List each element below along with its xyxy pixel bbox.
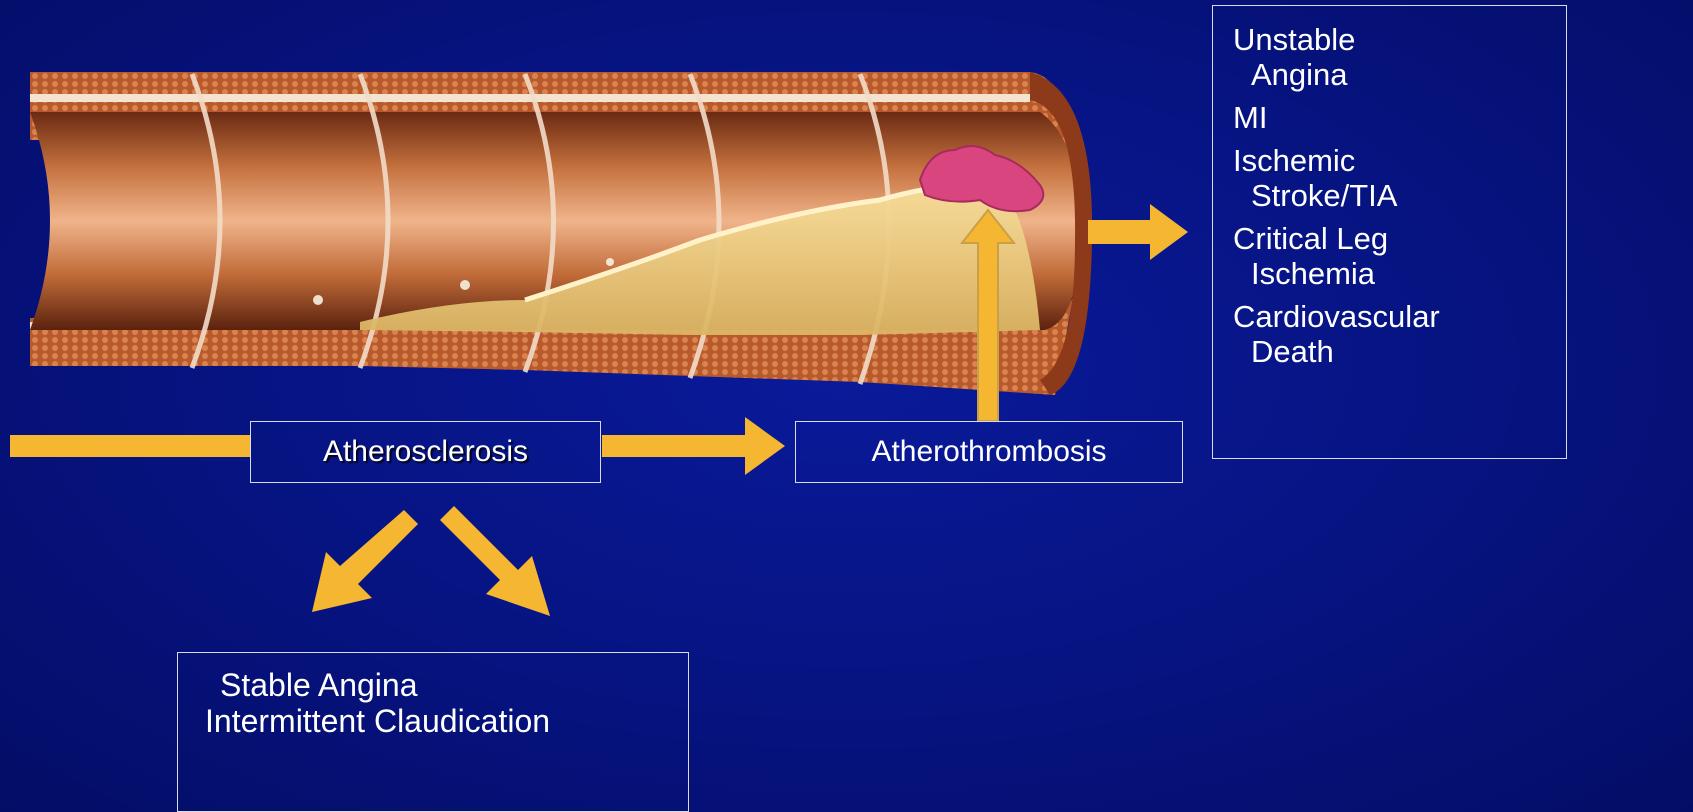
outcomes-box: Unstable Angina MI Ischemic Stroke/TIA C… xyxy=(1212,5,1567,459)
intermittent-claudication-label: Intermittent Claudication xyxy=(205,703,688,739)
atherothrombosis-label: Atherothrombosis xyxy=(871,435,1106,469)
outcome-ischemic-stroke: Ischemic Stroke/TIA xyxy=(1233,143,1566,213)
atherosclerosis-box: Atherosclerosis xyxy=(250,421,601,483)
outcome-mi: MI xyxy=(1233,100,1566,135)
arrow-to-outcomes xyxy=(1088,204,1188,260)
atherosclerosis-label: Atherosclerosis xyxy=(323,435,528,469)
outcome-cardiovascular-death: Cardiovascular Death xyxy=(1233,299,1566,369)
outcome-critical-leg-ischemia: Critical Leg Ischemia xyxy=(1233,221,1566,291)
arrow-down-right xyxy=(440,506,550,616)
stable-conditions-box: Stable Angina Intermittent Claudication xyxy=(177,652,689,812)
arrow-down-left xyxy=(312,510,418,612)
arrow-progression-left xyxy=(10,435,250,457)
outcome-unstable-angina: Unstable Angina xyxy=(1233,22,1566,92)
arrow-to-atherothrombosis xyxy=(602,417,785,475)
stable-angina-label: Stable Angina xyxy=(220,667,688,703)
atherothrombosis-box: Atherothrombosis xyxy=(795,421,1183,483)
